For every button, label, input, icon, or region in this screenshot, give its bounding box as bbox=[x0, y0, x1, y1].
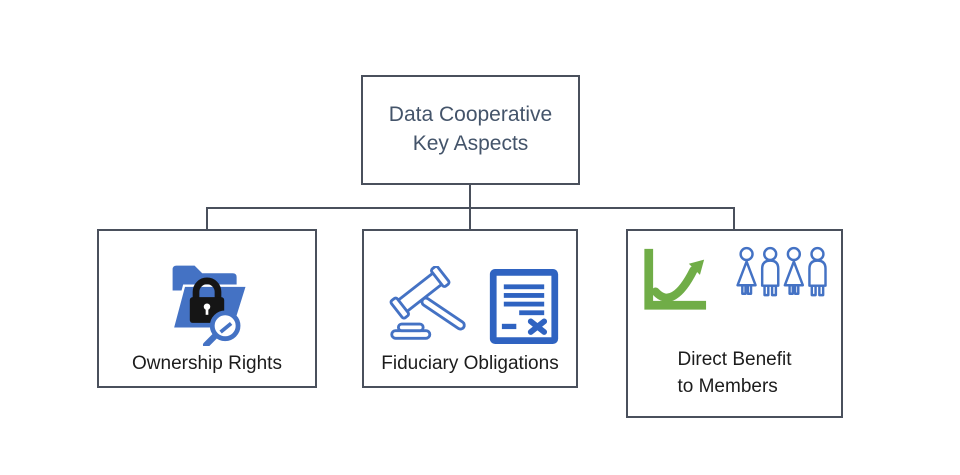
gavel-icon bbox=[389, 266, 466, 340]
connector-drop-center bbox=[469, 207, 471, 229]
growth-chart-icon bbox=[643, 248, 706, 310]
node-fiduciary-obligations: Fiduciary Obligations bbox=[362, 229, 578, 388]
direct-benefit-label: Direct Benefit to Members bbox=[677, 347, 791, 400]
node-direct-benefit-to-members: Direct Benefit to Members bbox=[626, 229, 843, 418]
root-title-line-2: Key Aspects bbox=[412, 132, 529, 155]
direct-benefit-label-line-2: to Members bbox=[677, 375, 778, 397]
ownership-rights-label: Ownership Rights bbox=[132, 353, 282, 374]
connector-drop-right bbox=[733, 207, 735, 229]
members-group-icon bbox=[735, 246, 827, 297]
direct-benefit-label-line-1: Direct Benefit bbox=[677, 349, 792, 370]
direct-benefit-icon-row bbox=[639, 246, 831, 315]
connector-drop-left bbox=[206, 207, 208, 229]
contract-document-icon bbox=[489, 269, 558, 344]
locked-folder-search-icon bbox=[171, 265, 249, 346]
fiduciary-obligations-label: Fiduciary Obligations bbox=[381, 353, 559, 374]
connector-root-stem bbox=[469, 185, 471, 209]
node-ownership-rights: Ownership Rights bbox=[97, 229, 317, 388]
ownership-rights-icon-row bbox=[164, 254, 250, 346]
root-title-line-1: Data Cooperative bbox=[388, 103, 553, 127]
root-node-data-cooperative-key-aspects: Data Cooperative Key Aspects bbox=[361, 75, 580, 185]
fiduciary-obligations-icon-row bbox=[382, 266, 559, 344]
